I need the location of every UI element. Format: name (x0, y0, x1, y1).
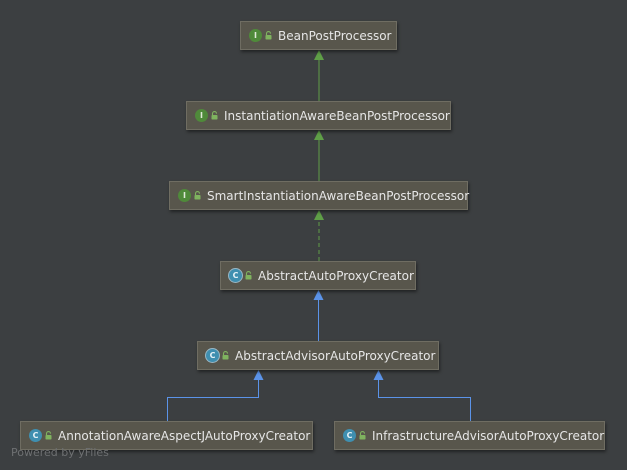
class-badge-icon: C (229, 269, 242, 282)
edge-infrastructure-advisor-to-abstract-advisor-auto-proxy-creator (378, 380, 471, 421)
edge-annotation-aware-aspectj-to-abstract-advisor-auto-proxy-creator (167, 380, 259, 421)
edges-layer (167, 50, 471, 421)
node-label: AbstractAutoProxyCreator (258, 268, 414, 283)
edge-smart-instantiation-aware-to-instantiation-aware-arrow (314, 130, 324, 140)
edge-instantiation-aware-to-bean-post-processor-arrow (314, 50, 324, 60)
node-label: SmartInstantiationAwareBeanPostProcessor (207, 188, 470, 203)
node-smart-instantiation-aware[interactable]: I SmartInstantiationAwareBeanPostProcesso… (169, 181, 470, 210)
node-abstract-advisor-auto-proxy-creator[interactable]: C AbstractAdvisorAutoProxyCreator (197, 341, 439, 370)
node-infrastructure-advisor[interactable]: C InfrastructureAdvisorAutoProxyCreator (334, 421, 605, 450)
public-lock-icon (194, 191, 207, 200)
public-lock-icon (211, 111, 224, 120)
public-lock-icon (265, 31, 278, 40)
edge-annotation-aware-aspectj-to-abstract-advisor-auto-proxy-creator-arrow (253, 370, 264, 380)
interface-badge-icon: I (195, 109, 208, 122)
class-badge-icon: C (343, 429, 356, 442)
edge-abstract-auto-proxy-creator-to-smart-instantiation-aware-arrow (314, 210, 324, 220)
edge-abstract-advisor-auto-proxy-creator-to-abstract-auto-proxy-creator-arrow (313, 290, 324, 300)
node-label: BeanPostProcessor (278, 28, 392, 43)
node-annotation-aware-aspectj[interactable]: C AnnotationAwareAspectJAutoProxyCreator (20, 421, 313, 450)
node-abstract-auto-proxy-creator[interactable]: C AbstractAutoProxyCreator (220, 261, 416, 290)
public-lock-icon (222, 351, 235, 360)
node-label: InfrastructureAdvisorAutoProxyCreator (372, 428, 605, 443)
public-lock-icon (245, 271, 258, 280)
node-bean-post-processor[interactable]: I BeanPostProcessor (240, 21, 397, 50)
node-label: InstantiationAwareBeanPostProcessor (224, 108, 450, 123)
node-label: AnnotationAwareAspectJAutoProxyCreator (58, 428, 311, 443)
public-lock-icon (359, 431, 372, 440)
class-badge-icon: C (206, 349, 219, 362)
edge-infrastructure-advisor-to-abstract-advisor-auto-proxy-creator-arrow (373, 370, 384, 380)
class-badge-icon: C (29, 429, 42, 442)
interface-badge-icon: I (249, 29, 262, 42)
watermark: Powered by yFiles (11, 446, 109, 459)
node-label: AbstractAdvisorAutoProxyCreator (235, 348, 436, 363)
public-lock-icon (45, 431, 58, 440)
node-instantiation-aware[interactable]: I InstantiationAwareBeanPostProcessor (186, 101, 451, 130)
interface-badge-icon: I (178, 189, 191, 202)
